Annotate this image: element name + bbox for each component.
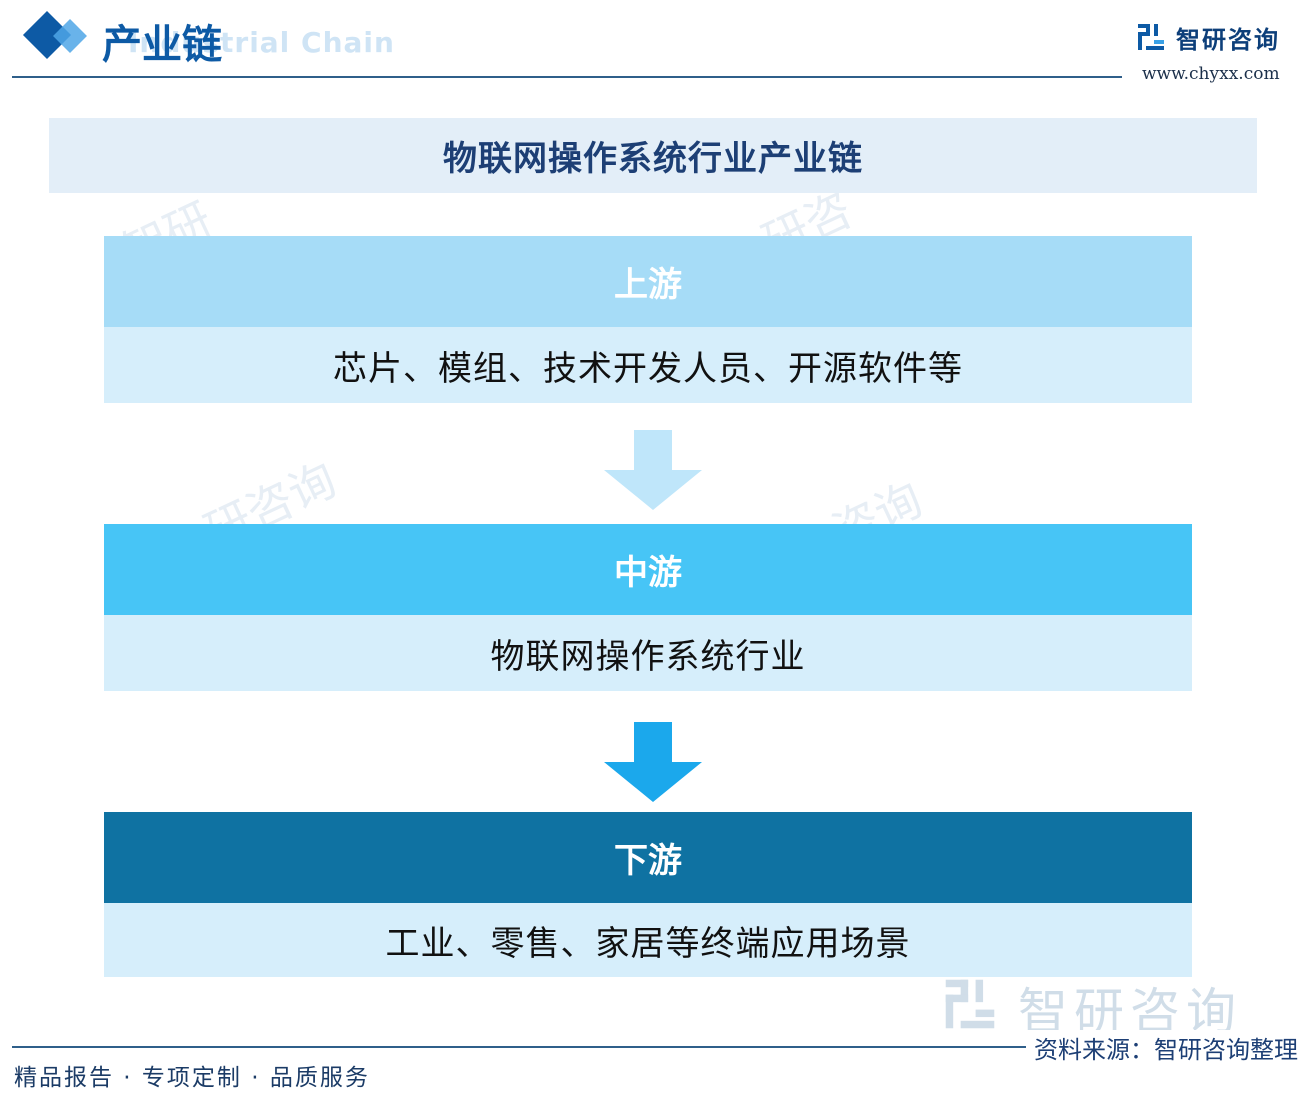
stage-content: 物联网操作系统行业 — [104, 615, 1192, 691]
footer-divider — [12, 1046, 1298, 1048]
source-note: 资料来源：智研咨询整理 — [1026, 1030, 1298, 1065]
stage-label: 下游 — [104, 812, 1192, 903]
diagram-title-banner: 物联网操作系统行业产业链 — [49, 118, 1257, 193]
brand-name: 智研咨询 — [1176, 26, 1280, 54]
stage-label: 中游 — [104, 524, 1192, 615]
header-divider — [12, 76, 1122, 78]
brand: 智研咨询 www.chyxx.com — [1136, 18, 1296, 88]
section-title: 产业链 — [102, 21, 222, 68]
watermark-brand: 智研咨询 — [942, 972, 1282, 1041]
stage-downstream: 下游 工业、零售、家居等终端应用场景 — [104, 812, 1192, 977]
header: Industrial Chain 产业链 智研咨询 www.chyxx.com — [0, 0, 1310, 90]
brand-logo-icon — [945, 979, 995, 1029]
down-arrow-icon — [604, 722, 702, 802]
stage-upstream: 上游 芯片、模组、技术开发人员、开源软件等 — [104, 236, 1192, 403]
stage-midstream: 中游 物联网操作系统行业 — [104, 524, 1192, 691]
diagram-title: 物联网操作系统行业产业链 — [443, 139, 863, 179]
down-arrow-icon — [604, 430, 702, 510]
brand-url: www.chyxx.com — [1142, 64, 1280, 84]
slogan: 精品报告 · 专项定制 · 品质服务 — [14, 1065, 370, 1091]
stage-content: 工业、零售、家居等终端应用场景 — [104, 903, 1192, 977]
section-subtitle: Industrial Chain — [128, 26, 395, 59]
stage-label: 上游 — [104, 236, 1192, 327]
stage-content: 芯片、模组、技术开发人员、开源软件等 — [104, 327, 1192, 403]
brand-logo-icon — [1138, 24, 1164, 50]
